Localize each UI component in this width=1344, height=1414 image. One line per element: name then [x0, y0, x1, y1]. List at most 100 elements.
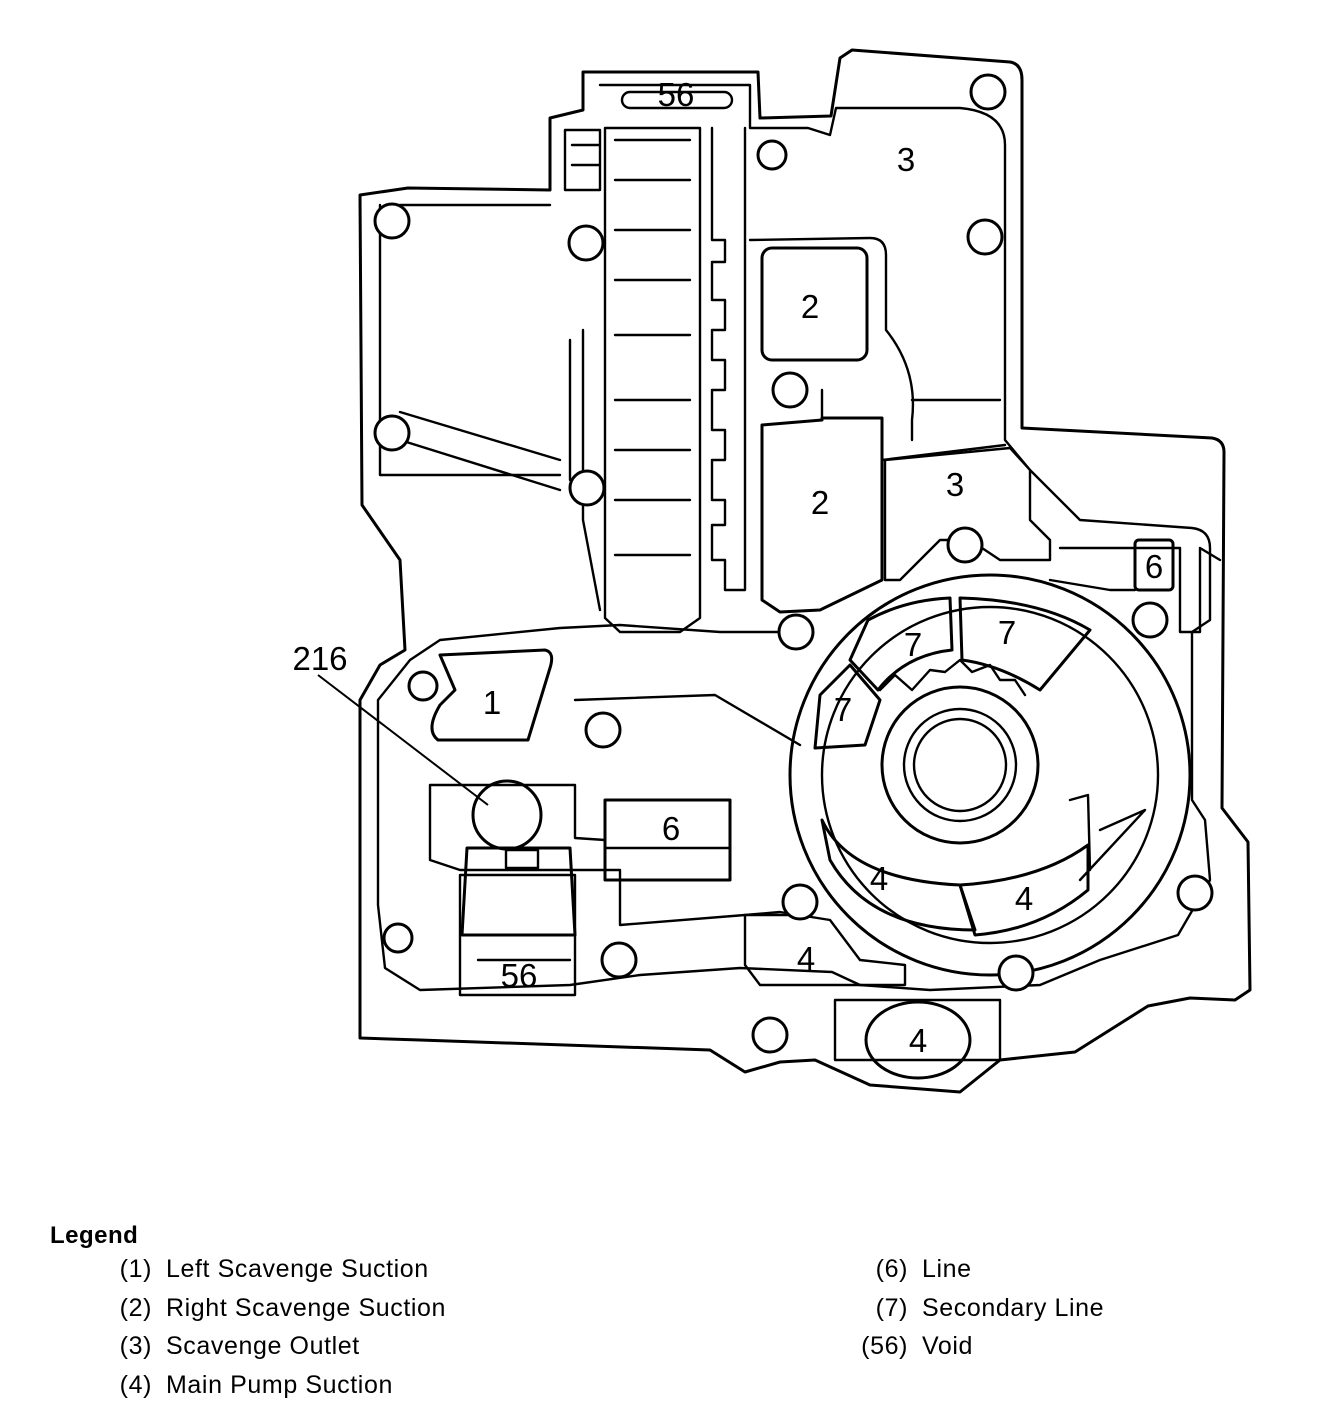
label-line-center: 6: [662, 810, 680, 847]
bolt-hole: [777, 613, 815, 651]
label-main-pump-c: 4: [797, 940, 815, 977]
secondary-line-sector-c: [813, 663, 882, 750]
housing-outline: [358, 48, 1252, 1094]
main-pump-pocket-lower: [743, 910, 907, 987]
pump-bore-inner: [912, 717, 1008, 813]
label-main-pump-d: 4: [909, 1022, 927, 1059]
pump-sweep: [1068, 793, 1147, 882]
bolt-hole: [771, 371, 809, 409]
line-pocket-center: [603, 798, 732, 882]
legend-item-number: (56): [861, 1332, 908, 1360]
bolt-hole: [568, 469, 606, 507]
legend-item-number: (4): [119, 1370, 152, 1399]
legend-item: (3) Scavenge Outlet: [50, 1332, 446, 1371]
label-main-pump-b: 4: [1015, 880, 1033, 917]
legend-item: (1) Left Scavenge Suction: [50, 1255, 446, 1294]
legend-item-text: Main Pump Suction: [166, 1370, 393, 1399]
bolt-hole: [946, 526, 984, 564]
line-pocket-right: [1133, 538, 1175, 592]
void-block-bottom: [458, 873, 577, 997]
secondary-line-sector-a: [848, 596, 954, 692]
legend-item: (56) Void: [50, 1332, 1104, 1371]
bolt-hole: [1131, 601, 1169, 639]
legend-item-text: Left Scavenge Suction: [166, 1255, 429, 1283]
label-left-scavenge: 1: [483, 684, 501, 721]
legend-item-number: (2): [119, 1293, 152, 1322]
gasket-line: [376, 83, 1212, 992]
label-secondary-line-c: 7: [834, 691, 852, 728]
gear-teeth: [878, 658, 1027, 697]
valve-bore: [603, 126, 702, 634]
pump-hub: [880, 685, 1040, 845]
void-slot-top: [620, 90, 734, 110]
callout-labels: 56 3 2 3 2 6 7 7 7 216 1 6 4 4 4 56 4: [292, 76, 1163, 1059]
bolt-hole: [373, 202, 411, 240]
legend-item-number: (7): [875, 1293, 908, 1322]
label-right-scavenge-lower: 2: [811, 484, 829, 521]
center-passage: [428, 693, 802, 927]
check-ball-retainer: [504, 848, 540, 870]
legend-item: (4) Main Pump Suction: [50, 1371, 446, 1410]
bolt-hole: [969, 73, 1007, 111]
pump-housing: [788, 573, 1192, 977]
check-ball-seat: [460, 846, 577, 937]
line-passage-right: [1048, 546, 1222, 634]
right-scavenge-curve: [748, 236, 915, 442]
legend-item: (7) Secondary Line: [50, 1294, 1104, 1333]
legend: Legend (1)Left Scavenge Suction (2)Right…: [50, 1222, 1290, 1402]
check-ball-216: [471, 779, 543, 851]
bolt-holes: [373, 73, 1214, 1054]
label-void-top: 56: [658, 76, 695, 113]
bolt-hole: [382, 922, 414, 954]
right-scavenge-pocket-upper: [760, 246, 869, 362]
label-void-bottom: 56: [501, 957, 538, 994]
bolt-hole: [600, 941, 638, 979]
label-main-pump-a: 4: [870, 860, 888, 897]
main-pump-oval: [864, 1000, 972, 1080]
legend-item-text: Line: [922, 1255, 972, 1283]
serrated-channel: [710, 126, 747, 592]
legend-item-number: (3): [119, 1332, 152, 1360]
label-right-scavenge-upper: 2: [801, 288, 819, 325]
left-top-channels: [563, 128, 602, 192]
legend-column-left: (1) Left Scavenge Suction (2) Right Scaven…: [50, 1255, 446, 1409]
valve-body-diagram: 56 3 2 3 2 6 7 7 7 216 1 6 4 4 4 56 4: [292, 48, 1252, 1094]
legend-column-right: (6) Line (7) Secondary Line (56) Void: [50, 1255, 1104, 1371]
main-pump-sector-b: [958, 843, 1090, 937]
legend-item-number: (6): [875, 1255, 908, 1283]
label-secondary-line-b: 7: [998, 614, 1016, 651]
legend-item: (2) Right Scavenge Suction: [50, 1294, 446, 1333]
legend-item-text: Void: [922, 1332, 974, 1360]
legend-item-text: Right Scavenge Suction: [166, 1293, 447, 1322]
bolt-hole: [584, 711, 622, 749]
label-secondary-line-a: 7: [904, 626, 922, 663]
bolt-hole: [781, 883, 819, 921]
legend-item-text: Scavenge Outlet: [166, 1332, 360, 1360]
bolt-hole: [997, 954, 1035, 992]
secondary-line-sector-b: [958, 596, 1092, 692]
bolt-hole: [567, 224, 605, 262]
label-216: 216: [292, 640, 347, 677]
label-scavenge-outlet-lower: 3: [946, 466, 964, 503]
spool-lands: [613, 138, 692, 557]
pump-inner-ring: [820, 605, 1160, 945]
bolt-hole: [751, 1016, 789, 1054]
left-scavenge-pocket: [430, 648, 554, 742]
bolt-hole: [407, 670, 439, 702]
scavenge-divider: [820, 388, 1007, 462]
left-passage: [378, 203, 602, 612]
pump-bore: [902, 707, 1018, 823]
legend-item-number: (1): [119, 1255, 152, 1283]
legend-item: (6) Line: [50, 1255, 1104, 1294]
legend-item-text: Secondary Line: [922, 1293, 1105, 1322]
scavenge-outlet-pocket: [883, 446, 1052, 582]
diagonal-passage: [398, 410, 562, 492]
right-scavenge-pocket-lower: [760, 416, 884, 614]
bolt-hole: [756, 139, 788, 171]
label-scavenge-outlet-upper: 3: [897, 141, 915, 178]
bottom-boss: [833, 998, 1002, 1062]
leader-216: [317, 674, 489, 806]
bolt-hole: [966, 218, 1004, 256]
label-line-right: 6: [1145, 548, 1163, 585]
bolt-hole: [373, 414, 411, 452]
